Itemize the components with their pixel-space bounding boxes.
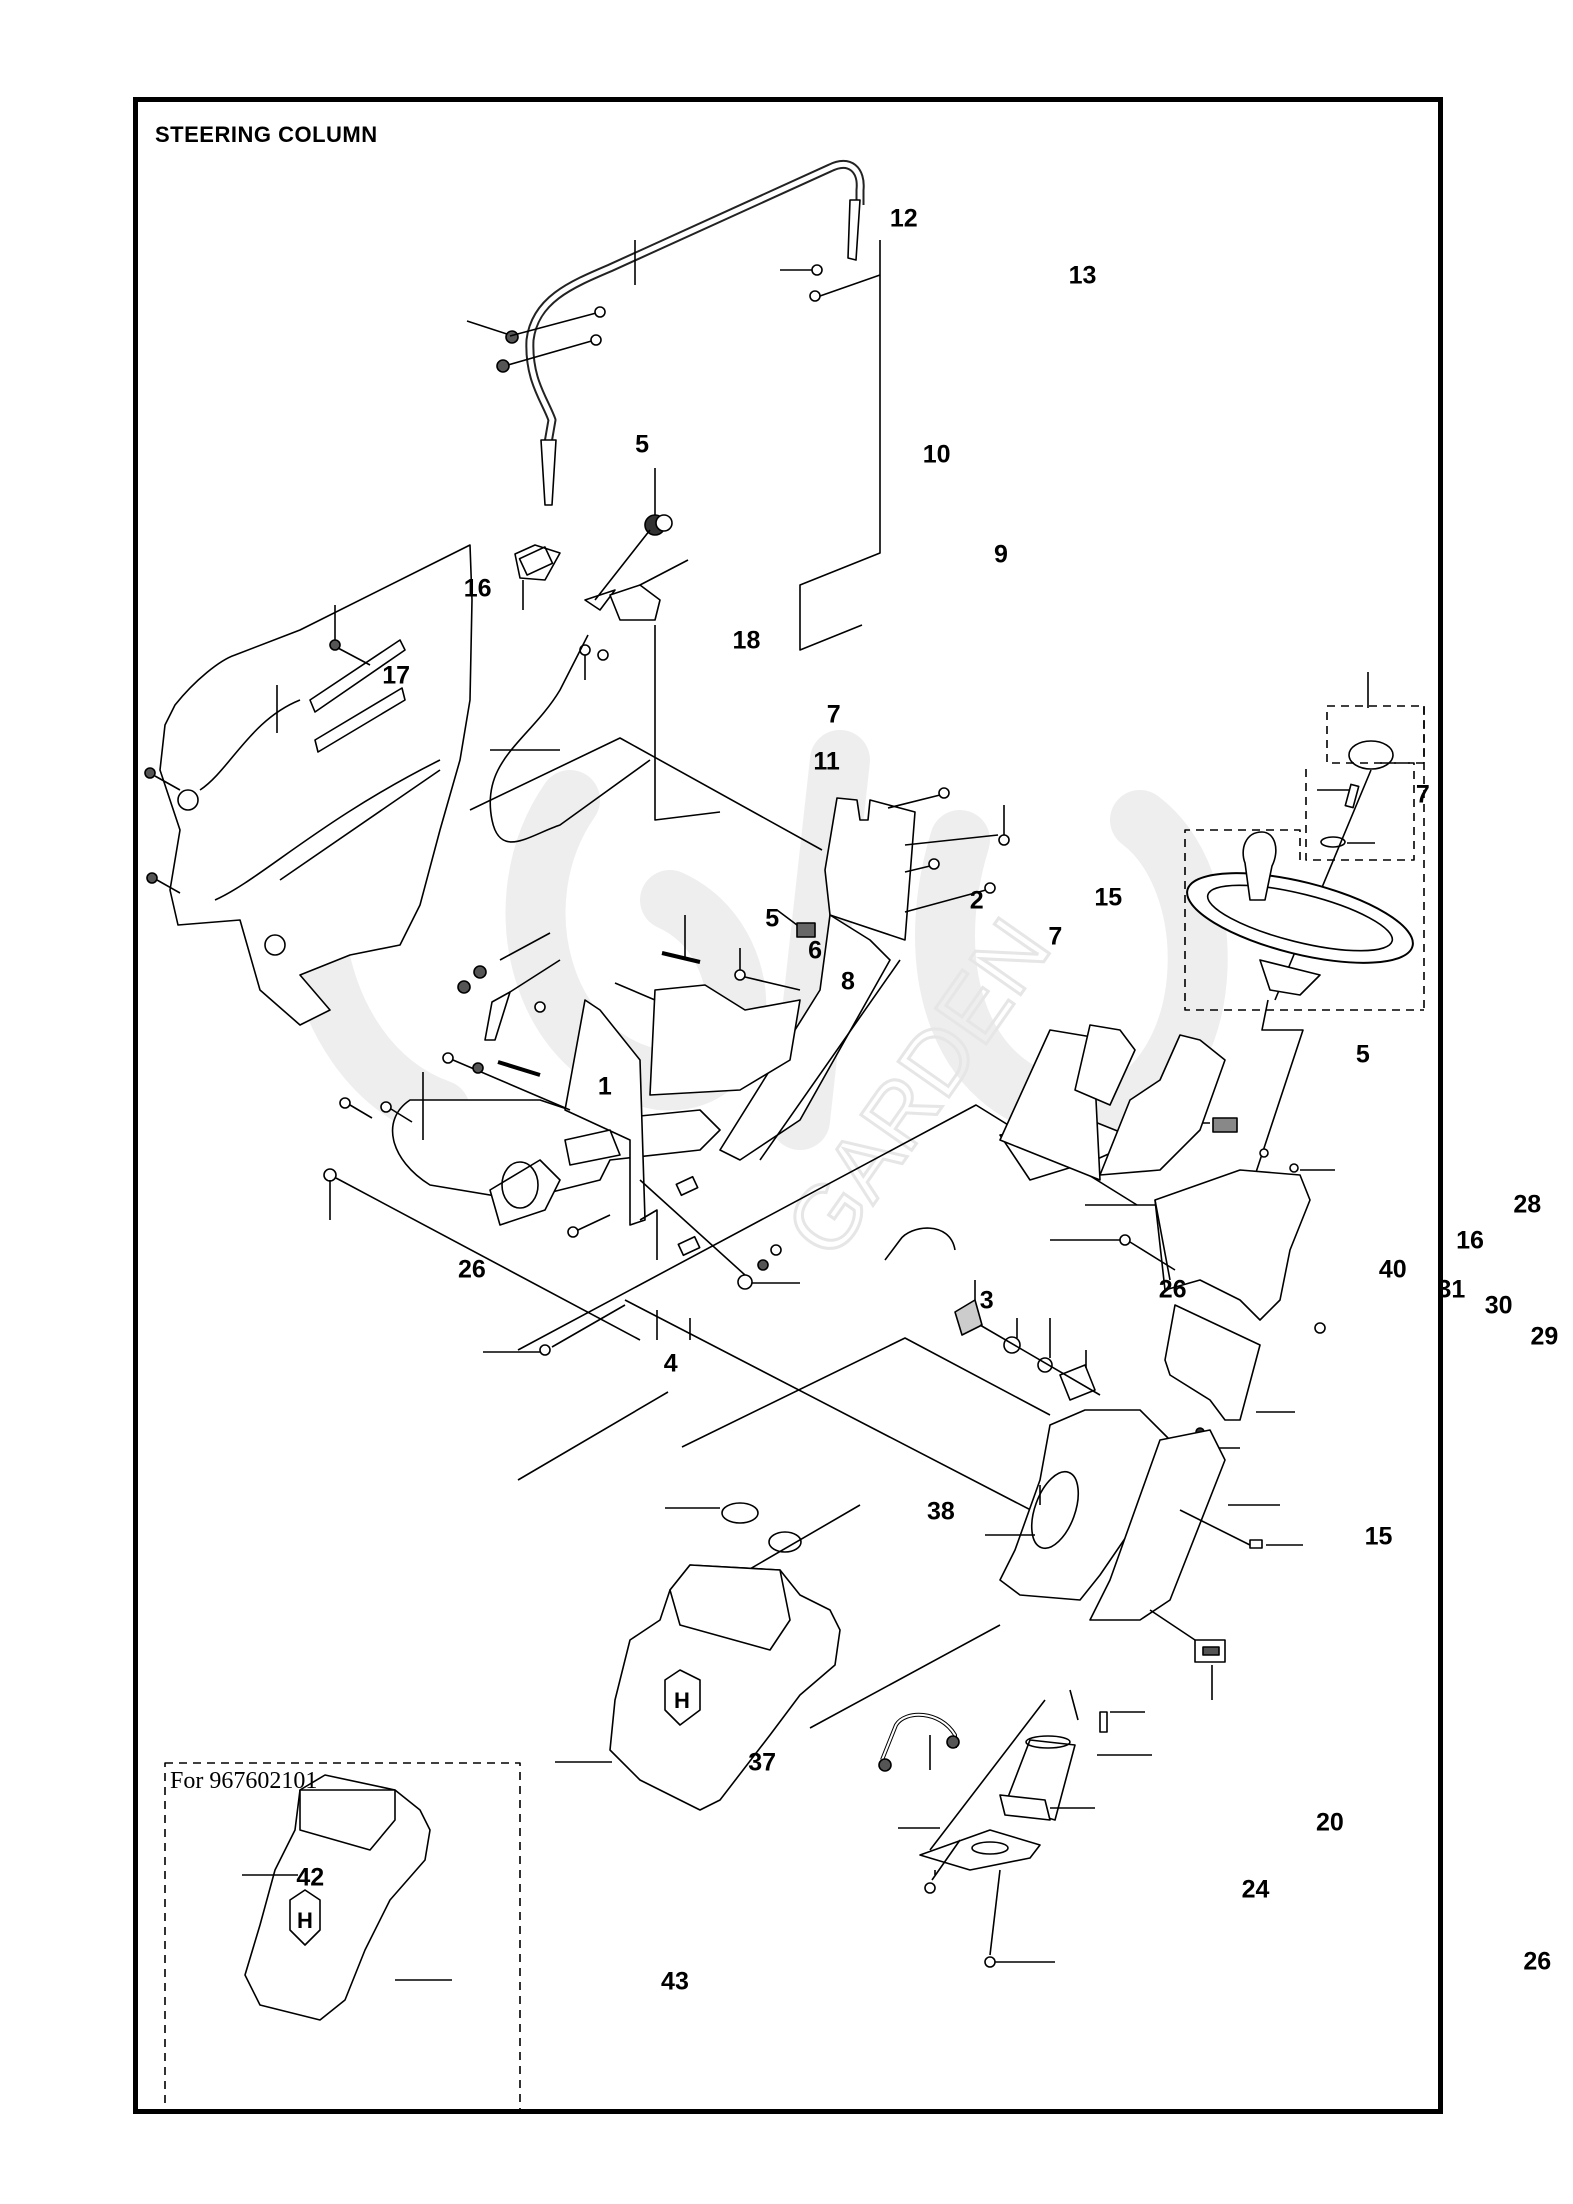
part-13-bolts	[780, 240, 881, 651]
inset-caption: For 967602101	[170, 1768, 318, 1794]
callout-30[interactable]: 30	[1484, 1291, 1513, 1320]
callout-15[interactable]: 15	[1364, 1522, 1393, 1551]
callout-9[interactable]: 9	[994, 540, 1008, 569]
part-21-motor	[999, 1735, 1076, 1821]
callout-16[interactable]: 16	[1456, 1226, 1484, 1255]
callout-18[interactable]: 18	[732, 626, 761, 655]
callout-26[interactable]: 26	[1523, 1947, 1552, 1976]
callout-11[interactable]: 11	[813, 747, 840, 776]
callout-26[interactable]: 26	[1158, 1275, 1187, 1304]
callout-28[interactable]: 28	[1513, 1190, 1542, 1219]
callout-6[interactable]: 6	[808, 936, 823, 965]
callout-20[interactable]: 20	[1315, 1808, 1344, 1837]
part-15-19-column-bracket	[999, 1024, 1226, 1181]
callout-42[interactable]: 42	[296, 1863, 325, 1892]
callout-17[interactable]: 17	[382, 661, 411, 690]
callout-15[interactable]: 15	[1094, 883, 1123, 912]
callout-5[interactable]: 5	[765, 904, 780, 933]
part-28-housing	[1154, 1169, 1311, 1321]
diagram-title: STEERING COLUMN	[155, 122, 378, 147]
callout-4[interactable]: 4	[663, 1349, 678, 1378]
callout-43[interactable]: 43	[661, 1967, 689, 1996]
callout-40[interactable]: 40	[1378, 1255, 1407, 1284]
callout-13[interactable]: 13	[1068, 261, 1097, 290]
callout-10[interactable]: 10	[922, 440, 951, 469]
callout-38[interactable]: 38	[927, 1497, 955, 1525]
callout-3[interactable]: 3	[979, 1286, 994, 1315]
svg-text:H: H	[297, 1908, 313, 1933]
callout-16[interactable]: 16	[463, 574, 492, 603]
callout-7[interactable]: 7	[826, 700, 841, 729]
callout-5[interactable]: 5	[1355, 1040, 1370, 1069]
callout-5[interactable]: 5	[635, 430, 650, 459]
callout-8[interactable]: 8	[841, 967, 855, 996]
callout-24[interactable]: 24	[1241, 1875, 1270, 1904]
callout-1[interactable]: 1	[597, 1072, 612, 1101]
part-steering-wheel	[1186, 831, 1414, 996]
diagram-frame	[133, 97, 1443, 2114]
callout-2[interactable]: 2	[969, 886, 984, 915]
callout-29[interactable]: 29	[1530, 1322, 1559, 1351]
part-12-rollbar	[525, 159, 865, 506]
part-42-43-cover: H	[244, 1774, 431, 2021]
callout-7[interactable]: 7	[1048, 922, 1063, 951]
part-17-side-cover	[159, 544, 473, 1026]
callout-31[interactable]: 31	[1437, 1275, 1466, 1304]
callout-26[interactable]: 26	[457, 1255, 486, 1284]
callout-37[interactable]: 37	[748, 1748, 777, 1777]
part-34-cap	[1348, 740, 1394, 770]
part-1-frame	[391, 999, 721, 1226]
svg-text:H: H	[674, 1688, 690, 1713]
callout-12[interactable]: 12	[889, 204, 918, 233]
part-5-top-nuts	[466, 306, 606, 373]
callout-7[interactable]: 7	[1415, 780, 1430, 809]
part-37-cover: H	[609, 1564, 841, 1811]
